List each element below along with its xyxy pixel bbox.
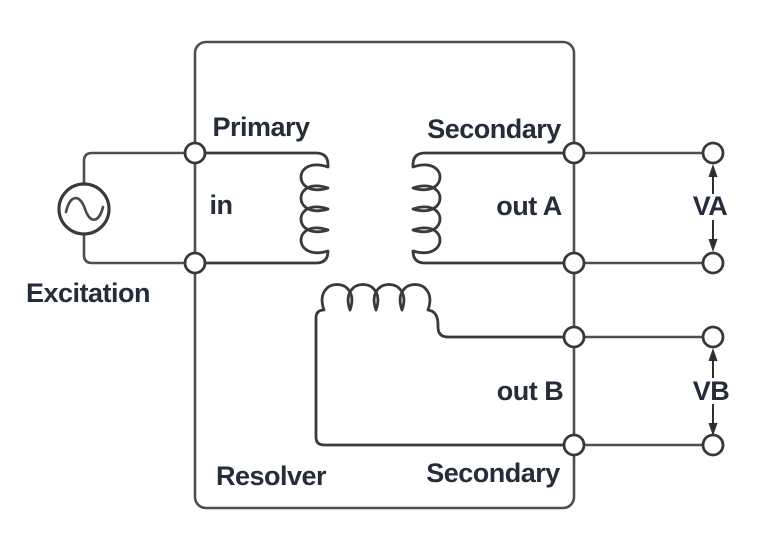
primary-coil bbox=[193, 151, 330, 265]
output-wires bbox=[572, 151, 715, 447]
terminal-va-bottom bbox=[701, 251, 725, 275]
terminal-va-top bbox=[701, 141, 725, 165]
excitation-bottom-wire bbox=[82, 232, 197, 265]
primary-winding bbox=[193, 151, 330, 265]
terminal-secondary-b-top bbox=[562, 325, 586, 349]
terminal-primary-bottom bbox=[183, 251, 207, 275]
secondary-b-winding bbox=[314, 283, 572, 447]
vb-up-arrow-icon bbox=[708, 348, 718, 361]
resolver-label: Resolver bbox=[216, 461, 327, 491]
out-a-label: out A bbox=[496, 191, 561, 221]
secondary-bottom-label: Secondary bbox=[426, 458, 560, 488]
vb-arrows bbox=[708, 348, 718, 436]
terminal-secondary-a-top bbox=[562, 141, 586, 165]
vb-label: VB bbox=[693, 376, 730, 406]
va-arrows bbox=[708, 164, 718, 252]
excitation-top-wire bbox=[82, 151, 197, 186]
excitation-source bbox=[57, 151, 197, 265]
primary-label: Primary bbox=[212, 112, 310, 142]
terminal-secondary-b-bottom bbox=[562, 433, 586, 457]
secondary-b-coil bbox=[314, 283, 572, 447]
terminal-primary-top bbox=[183, 141, 207, 165]
secondary-a-coil bbox=[411, 151, 576, 265]
vb-down-arrow-icon bbox=[708, 423, 718, 436]
va-label: VA bbox=[693, 191, 728, 221]
in-label: in bbox=[210, 190, 233, 220]
excitation-label: Excitation bbox=[26, 278, 150, 308]
va-up-arrow-icon bbox=[708, 164, 718, 177]
resolver-outline bbox=[193, 40, 576, 510]
secondary-top-label: Secondary bbox=[427, 114, 561, 144]
va-down-arrow-icon bbox=[708, 239, 718, 252]
terminal-vb-top bbox=[701, 325, 725, 349]
terminal-secondary-a-bottom bbox=[562, 251, 586, 275]
out-b-label: out B bbox=[497, 376, 563, 406]
resolver-terminals bbox=[183, 141, 586, 457]
resolver-box bbox=[193, 40, 576, 510]
diagram-labels: Primary Secondary in out A out B VA VB E… bbox=[26, 112, 730, 491]
secondary-a-winding bbox=[411, 151, 576, 265]
terminal-vb-bottom bbox=[701, 433, 725, 457]
sine-wave-icon bbox=[64, 196, 105, 221]
